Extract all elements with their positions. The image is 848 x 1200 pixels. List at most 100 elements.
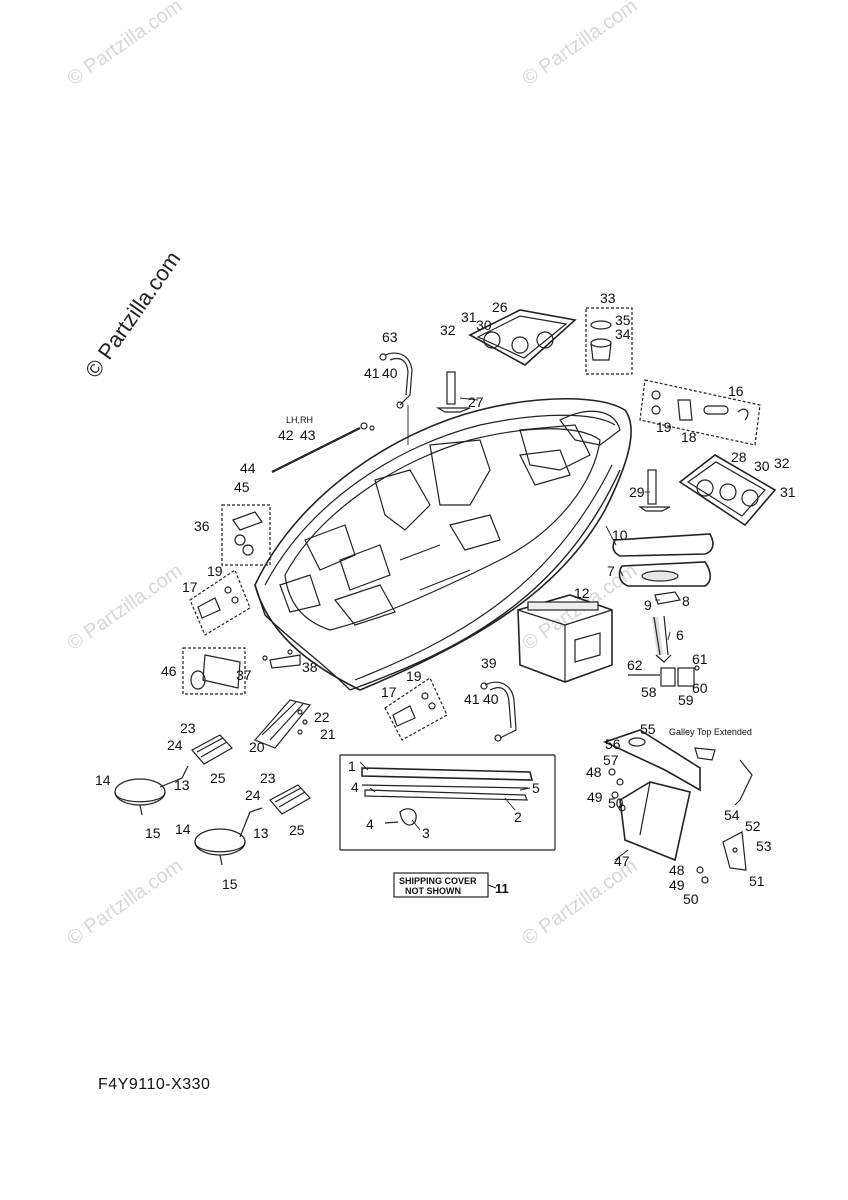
callout-33: 33 (600, 290, 616, 306)
callout-59: 59 (678, 692, 694, 708)
callout-40: 40 (382, 365, 398, 381)
step-23-upper (191, 734, 233, 765)
callout-60: 60 (692, 680, 708, 696)
callout-44: 44 (240, 460, 256, 476)
callout-63: 63 (382, 329, 398, 345)
callout-53: 53 (756, 838, 772, 854)
callout-40: 40 (483, 691, 499, 707)
callout-41: 41 (464, 691, 480, 707)
callout-47: 47 (614, 853, 630, 869)
callout-58: 58 (641, 684, 657, 700)
callout-37: 37 (236, 667, 252, 683)
callout-35: 35 (615, 312, 631, 328)
callout-43: 43 (300, 427, 316, 443)
callout-19: 19 (406, 668, 422, 684)
boat-hull (254, 398, 632, 691)
pedestal-29 (638, 469, 671, 512)
note-shipping-cover-1: SHIPPING COVER (399, 876, 477, 886)
clamp-group-36 (221, 504, 271, 566)
callout-1: 1 (348, 758, 356, 774)
callout-17: 17 (182, 579, 198, 595)
table-post-6 (652, 591, 681, 663)
handrail-39 (480, 681, 517, 742)
callout-2: 2 (514, 809, 522, 825)
ladder-20 (253, 699, 312, 749)
latch-group-17-lower (384, 677, 448, 741)
callout-labels: 63 41 40 26 31 32 30 33 35 34 27 16 19 1… (95, 290, 796, 907)
callout-21: 21 (320, 726, 336, 742)
hardware-48-50 (608, 768, 709, 884)
callout-56: 56 (605, 736, 621, 752)
galley-top-55 (602, 729, 753, 806)
strip-kit-box (339, 754, 556, 851)
callout-26: 26 (492, 299, 508, 315)
callout-11: 11 (495, 881, 509, 896)
callout-13: 13 (174, 777, 190, 793)
callout-62: 62 (627, 657, 643, 673)
callout-12: 12 (574, 585, 590, 601)
callout-23: 23 (260, 770, 276, 786)
callout-22: 22 (314, 709, 330, 725)
callout-52: 52 (745, 818, 761, 834)
callout-45: 45 (234, 479, 250, 495)
callout-7: 7 (607, 563, 615, 579)
callout-8: 8 (682, 593, 690, 609)
callout-24: 24 (167, 737, 183, 753)
callout-4: 4 (351, 779, 359, 795)
cooler-12 (517, 594, 613, 683)
callout-51: 51 (749, 873, 765, 889)
rod-42-43 (271, 422, 375, 473)
callout-46: 46 (161, 663, 177, 679)
callout-38: 38 (302, 659, 318, 675)
callout-36: 36 (194, 518, 210, 534)
latch-group-17-upper (189, 569, 251, 636)
callout-6: 6 (676, 627, 684, 643)
callout-3: 3 (422, 825, 430, 841)
cupholder-group-33 (585, 307, 633, 375)
callout-27: 27 (468, 394, 484, 410)
callout-31: 31 (780, 484, 796, 500)
callout-17: 17 (381, 684, 397, 700)
callout-61: 61 (692, 651, 708, 667)
latch-58-62 (628, 665, 700, 687)
callout-50: 50 (683, 891, 699, 907)
callout-34: 34 (615, 326, 631, 342)
callout-23: 23 (180, 720, 196, 736)
callout-48: 48 (586, 764, 602, 780)
handrail-63 (379, 352, 413, 409)
callout-55: 55 (640, 721, 656, 737)
callout-16: 16 (728, 383, 744, 399)
callout-10: 10 (612, 527, 628, 543)
callout-14: 14 (175, 821, 191, 837)
callout-25: 25 (210, 770, 226, 786)
callout-57: 57 (603, 752, 619, 768)
cover-10 (612, 533, 714, 557)
callout-25: 25 (289, 822, 305, 838)
callout-28: 28 (731, 449, 747, 465)
callout-48: 48 (669, 862, 685, 878)
bracket-51 (722, 831, 747, 871)
note-lh-rh: LH,RH (286, 415, 313, 425)
leader-lines (359, 397, 671, 861)
callout-19: 19 (656, 419, 672, 435)
note-shipping-cover-2: NOT SHOWN (405, 886, 461, 896)
callout-42: 42 (278, 427, 294, 443)
callout-4: 4 (366, 816, 374, 832)
callout-19: 19 (207, 563, 223, 579)
callout-32: 32 (440, 322, 456, 338)
callout-15: 15 (145, 825, 161, 841)
callout-30: 30 (754, 458, 770, 474)
galley-47 (619, 781, 691, 862)
panel-group-46 (182, 647, 246, 695)
callout-18: 18 (681, 429, 697, 445)
seat-14-lower (194, 807, 263, 866)
seat-14-upper (114, 765, 189, 816)
callout-39: 39 (481, 655, 497, 671)
callout-14: 14 (95, 772, 111, 788)
cup-tray-26 (468, 309, 577, 366)
figure-code: F4Y9110-X330 (98, 1076, 211, 1093)
callout-15: 15 (222, 876, 238, 892)
callout-5: 5 (532, 780, 540, 796)
callout-13: 13 (253, 825, 269, 841)
